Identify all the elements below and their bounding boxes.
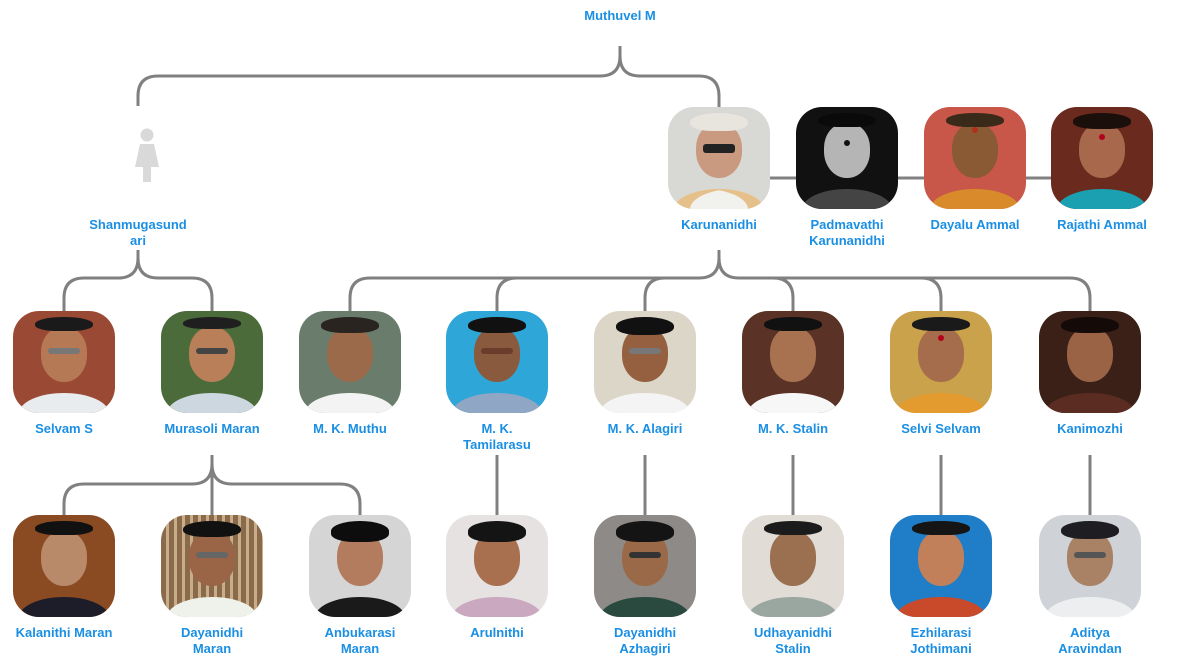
mk-alagiri-photo[interactable]	[594, 311, 696, 413]
node-padmavathi-karunanidhi[interactable]: Padmavathi Karunanidhi	[787, 107, 907, 249]
arulnithi-photo[interactable]	[446, 515, 548, 617]
mk-tamilarasu-photo[interactable]	[446, 311, 548, 413]
person-name[interactable]: Muthuvel M	[584, 8, 656, 23]
person-name[interactable]: Rajathi Ammal	[1057, 217, 1147, 232]
dayanidhi-maran-photo[interactable]	[161, 515, 263, 617]
person-name[interactable]: M. K. Alagiri	[607, 421, 683, 436]
node-mk-tamilarasu[interactable]: M. K. Tamilarasu	[437, 311, 557, 453]
node-murasoli-maran[interactable]: Murasoli Maran	[152, 311, 272, 437]
person-name[interactable]: Karunanidhi	[681, 217, 757, 232]
person-name[interactable]: Padmavathi Karunanidhi	[809, 217, 885, 248]
node-selvi-selvam[interactable]: Selvi Selvam	[881, 311, 1001, 437]
kanimozhi-photo[interactable]	[1039, 311, 1141, 413]
node-aditya-aravindan[interactable]: Aditya Aravindan	[1030, 515, 1150, 657]
person-name[interactable]: Selvam S	[35, 421, 93, 436]
node-rajathi-ammal[interactable]: Rajathi Ammal	[1042, 107, 1162, 233]
mk-stalin-photo[interactable]	[742, 311, 844, 413]
node-mk-muthu[interactable]: M. K. Muthu	[290, 311, 410, 437]
node-dayanidhi-azhagiri[interactable]: Dayanidhi Azhagiri	[585, 515, 705, 657]
node-udhayanidhi-stalin[interactable]: Udhayanidhi Stalin	[733, 515, 853, 657]
rajathi-ammal-photo[interactable]	[1051, 107, 1153, 209]
node-kanimozhi[interactable]: Kanimozhi	[1030, 311, 1150, 437]
person-name[interactable]: Dayanidhi Maran	[180, 625, 244, 656]
person-name[interactable]: Kanimozhi	[1057, 421, 1123, 436]
aditya-aravindan-photo[interactable]	[1039, 515, 1141, 617]
node-ezhilarasi-jothimani[interactable]: Ezhilarasi Jothimani	[881, 515, 1001, 657]
person-name[interactable]: M. K. Muthu	[313, 421, 387, 436]
person-name[interactable]: Arulnithi	[470, 625, 524, 640]
anbukarasi-maran-photo[interactable]	[309, 515, 411, 617]
udhayanidhi-stalin-photo[interactable]	[742, 515, 844, 617]
node-muthuvel-m[interactable]: Muthuvel M	[560, 8, 680, 24]
person-name[interactable]: M. K. Tamilarasu	[463, 421, 531, 452]
person-name[interactable]: Murasoli Maran	[164, 421, 260, 436]
person-name[interactable]: Dayanidhi Azhagiri	[613, 625, 677, 656]
padmavathi-photo[interactable]	[796, 107, 898, 209]
selvam-s-photo[interactable]	[13, 311, 115, 413]
node-dayanidhi-maran[interactable]: Dayanidhi Maran	[152, 515, 272, 657]
node-selvam-s[interactable]: Selvam S	[4, 311, 124, 437]
person-name[interactable]: Shanmugasund ari	[89, 217, 187, 248]
node-dayalu-ammal[interactable]: Dayalu Ammal	[915, 107, 1035, 233]
person-name[interactable]: Kalanithi Maran	[15, 625, 113, 640]
node-shanmugasundari[interactable]: Shanmugasund ari	[78, 107, 198, 249]
node-anbukarasi-maran[interactable]: Anbukarasi Maran	[300, 515, 420, 657]
person-name[interactable]: Dayalu Ammal	[930, 217, 1020, 232]
karunanidhi-photo[interactable]	[668, 107, 770, 209]
node-karunanidhi[interactable]: Karunanidhi	[659, 107, 779, 233]
person-name[interactable]: Udhayanidhi Stalin	[753, 625, 832, 656]
person-name[interactable]: Anbukarasi Maran	[324, 625, 396, 656]
dayalu-ammal-photo[interactable]	[924, 107, 1026, 209]
mk-muthu-photo[interactable]	[299, 311, 401, 413]
selvi-selvam-photo[interactable]	[890, 311, 992, 413]
person-name[interactable]: Aditya Aravindan	[1058, 625, 1122, 656]
ezhilarasi-jothimani-photo[interactable]	[890, 515, 992, 617]
kalanithi-maran-photo[interactable]	[13, 515, 115, 617]
dayanidhi-azhagiri-photo[interactable]	[594, 515, 696, 617]
person-name[interactable]: Selvi Selvam	[901, 421, 981, 436]
node-mk-stalin[interactable]: M. K. Stalin	[733, 311, 853, 437]
person-name[interactable]: Ezhilarasi Jothimani	[910, 625, 972, 656]
female-placeholder-icon[interactable]	[87, 107, 189, 209]
node-kalanithi-maran[interactable]: Kalanithi Maran	[4, 515, 124, 641]
murasoli-maran-photo[interactable]	[161, 311, 263, 413]
person-name[interactable]: M. K. Stalin	[757, 421, 829, 436]
node-arulnithi[interactable]: Arulnithi	[437, 515, 557, 641]
node-mk-alagiri[interactable]: M. K. Alagiri	[585, 311, 705, 437]
